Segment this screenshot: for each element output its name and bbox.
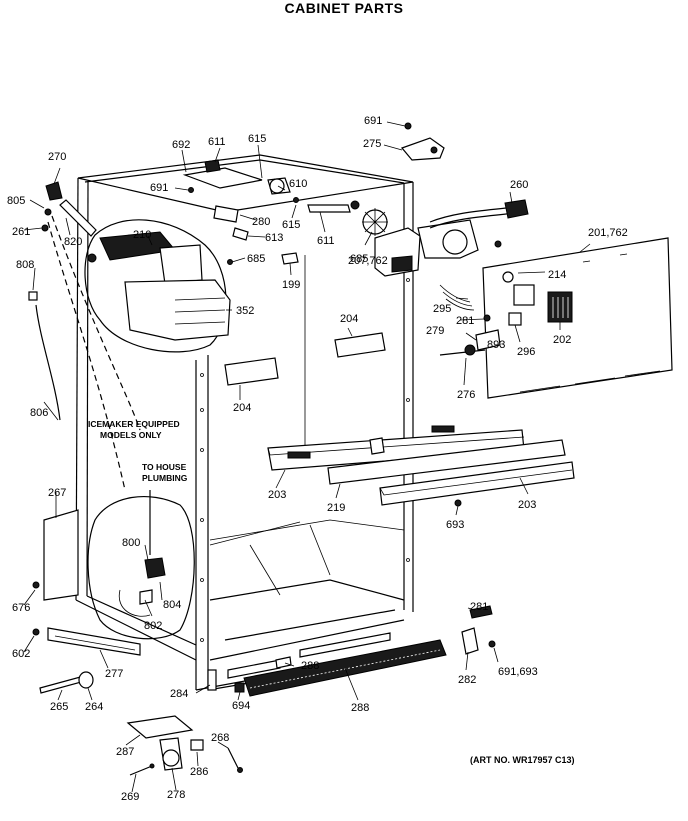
callout-label: 204: [340, 313, 358, 325]
callout-label: 691: [364, 115, 382, 127]
callout-label: 265: [50, 701, 68, 713]
callout-label: 685: [247, 253, 265, 265]
callout-label: 203: [518, 499, 536, 511]
callout-label: 800: [122, 537, 140, 549]
callout-label: 281: [470, 601, 488, 613]
callout-label: 296: [517, 346, 535, 358]
callout-label: 288: [301, 660, 319, 672]
icemaker-note-line2: MODELS ONLY: [100, 430, 162, 440]
callout-label: 279: [426, 325, 444, 337]
callout-label: 260: [510, 179, 528, 191]
icemaker-note-line1: ICEMAKER EQUIPPED: [88, 419, 180, 429]
callout-label: 806: [30, 407, 48, 419]
callout-label: 284: [170, 688, 188, 700]
diagram-title: CABINET PARTS: [284, 0, 404, 16]
callout-label: 281: [456, 315, 474, 327]
callout-label: 352: [236, 305, 254, 317]
callout-label: 611: [317, 235, 335, 247]
callout-label: 277: [105, 668, 123, 680]
brackets: [224, 332, 386, 386]
callout-label: 203: [268, 489, 286, 501]
control-panel: [439, 237, 673, 399]
callout-label: 268: [211, 732, 229, 744]
art-number: (ART NO. WR17957 C13): [470, 755, 575, 765]
callout-label: 691: [150, 182, 168, 194]
callout-label: 261: [12, 226, 30, 238]
callout-label: 602: [12, 648, 30, 660]
callout-label: 613: [265, 232, 283, 244]
plumbing-note-line2: PLUMBING: [142, 473, 188, 483]
callout-label: 270: [48, 151, 66, 163]
callout-label: 693: [446, 519, 464, 531]
shelf-rails: [267, 425, 575, 507]
callout-label: 201,762: [588, 227, 628, 239]
top-hinge: [400, 122, 445, 161]
callout-label: 804: [163, 599, 181, 611]
callout-label: 692: [172, 139, 190, 151]
callout-label: 611: [208, 136, 226, 148]
leader-lines: [23, 121, 591, 793]
callout-label: 615: [248, 133, 266, 145]
callout-label: 282: [458, 674, 476, 686]
callout-label: 676: [12, 602, 30, 614]
callout-label: 267: [48, 487, 66, 499]
callout-label: 210: [133, 229, 151, 241]
callout-label: 694: [232, 700, 250, 712]
callout-label: 805: [7, 195, 25, 207]
callout-label: 280: [252, 216, 270, 228]
callout-labels: 691 275 692 611 615 610 691 280 615 611 207,762 260…: [7, 115, 628, 803]
notes: ICEMAKER EQUIPPED MODELS ONLY TO HOUSE P…: [88, 419, 188, 483]
side-panel: [32, 509, 141, 656]
callout-label: 820: [64, 236, 82, 248]
plumbing-detail-balloon: [87, 490, 195, 640]
callout-label: 278: [167, 789, 185, 801]
callout-label: 287: [116, 746, 134, 758]
callout-label: 264: [85, 701, 103, 713]
callout-label: 204: [233, 402, 251, 414]
fan-and-thermostat-parts: [182, 159, 529, 277]
callout-label: 808: [16, 259, 34, 271]
callout-label: 276: [457, 389, 475, 401]
top-left-parts: [28, 181, 141, 491]
callout-label: 275: [363, 138, 381, 150]
callout-label: 295: [433, 303, 451, 315]
callout-label: 615: [282, 219, 300, 231]
bottom-parts: [39, 605, 496, 776]
callout-label: 207,762: [348, 255, 388, 267]
callout-label: 893: [487, 339, 505, 351]
callout-label: 214: [548, 269, 566, 281]
callout-label: 199: [282, 279, 300, 291]
callout-label: 685: [350, 253, 368, 265]
callout-label: 269: [121, 791, 139, 803]
plumbing-note-line1: TO HOUSE: [142, 462, 187, 472]
callout-label: 202: [553, 334, 571, 346]
callout-label: 691,693: [498, 666, 538, 678]
callout-label: 610: [289, 178, 307, 190]
callout-label: 286: [190, 766, 208, 778]
callout-label: 288: [351, 702, 369, 714]
callout-label: 219: [327, 502, 345, 514]
callout-label: 802: [144, 620, 162, 632]
icemaker-detail-balloon: [84, 219, 231, 353]
